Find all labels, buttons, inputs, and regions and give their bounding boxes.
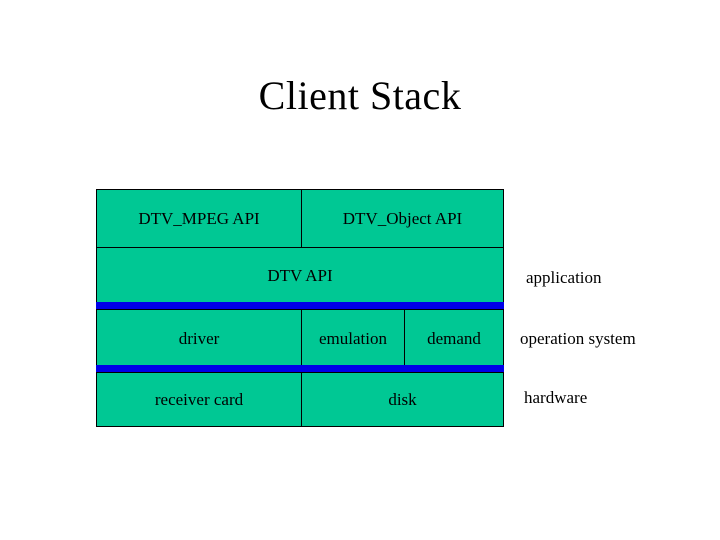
- stack-row-api-split: DTV_MPEG API DTV_Object API: [96, 189, 504, 248]
- client-stack-diagram: DTV_MPEG API DTV_Object API DTV API driv…: [96, 189, 504, 427]
- layer-separator-os-hardware: [96, 365, 504, 372]
- stack-cell-dtv-api: DTV API: [267, 266, 333, 285]
- stack-cell-dtv-mpeg-api: DTV_MPEG API: [138, 208, 260, 228]
- stack-cell-receiver-card: receiver card: [154, 389, 244, 409]
- layer-label-hardware: hardware: [524, 388, 588, 407]
- stack-cell-emulation: emulation: [301, 310, 404, 367]
- stack-cell-disk: disk: [301, 373, 503, 426]
- stack-row-operation-system: driver emulation demand: [96, 309, 504, 368]
- layer-separator-application-os: [96, 302, 504, 309]
- layer-label-operation-system: operation system: [520, 329, 636, 348]
- page-title: Client Stack: [258, 73, 462, 118]
- layer-label-application: application: [526, 268, 602, 287]
- stack-cell-demand: demand: [404, 310, 503, 367]
- stack-cell-driver: driver: [178, 328, 220, 348]
- stack-row-hardware: receiver card disk: [96, 372, 504, 427]
- stack-cell-dtv-object-api: DTV_Object API: [301, 190, 503, 247]
- stack-row-dtv-api: DTV API: [96, 247, 504, 305]
